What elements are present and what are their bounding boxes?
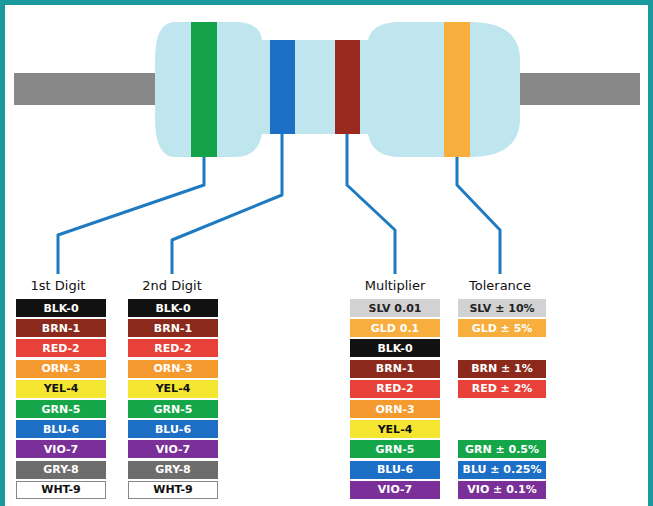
- chip-text: GLD ± 5%: [472, 323, 533, 334]
- color-chip: GLD 0.1: [350, 319, 440, 337]
- color-band: [191, 22, 217, 157]
- resistor-lead: [14, 73, 164, 105]
- color-chip: BRN-1: [16, 319, 106, 337]
- chip-text: YEL-4: [44, 383, 79, 394]
- color-chip: BRN-1: [350, 360, 440, 378]
- color-chip: GRN-5: [16, 400, 106, 418]
- color-chip: GRN-5: [128, 400, 218, 418]
- chip-text: SLV ± 10%: [469, 303, 534, 314]
- color-chip: BLU-6: [128, 420, 218, 438]
- color-chip: YEL-4: [350, 420, 440, 438]
- chip-text: ORN-3: [375, 404, 414, 415]
- chip-text: GRY-8: [43, 464, 78, 475]
- leader-line: [172, 134, 282, 274]
- chip-text: BRN-1: [376, 363, 414, 374]
- chip-text: GLD 0.1: [371, 323, 420, 334]
- chip-text: ORN-3: [41, 363, 80, 374]
- color-chip: RED ± 2%: [458, 380, 546, 398]
- color-chip: SLV 0.01: [350, 299, 440, 317]
- chip-text: BLK-0: [155, 303, 190, 314]
- column-heading: Tolerance: [469, 278, 531, 293]
- chip-text: GRN-5: [376, 444, 415, 455]
- color-chip: VIO-7: [16, 440, 106, 458]
- chip-text: BLK-0: [43, 303, 78, 314]
- color-chip: VIO ± 0.1%: [458, 481, 546, 499]
- chip-text: BRN-1: [42, 323, 80, 334]
- chip-text: VIO-7: [378, 484, 412, 495]
- color-band: [335, 40, 360, 134]
- color-chip: BRN ± 1%: [458, 360, 546, 378]
- chip-text: RED-2: [42, 343, 80, 354]
- leader-line: [347, 134, 395, 274]
- color-chip: BLK-0: [350, 339, 440, 357]
- chip-text: YEL-4: [378, 424, 413, 435]
- color-chip: GRY-8: [128, 461, 218, 479]
- chip-text: BRN ± 1%: [471, 363, 533, 374]
- color-chip: VIO-7: [128, 440, 218, 458]
- chip-text: BRN-1: [154, 323, 192, 334]
- chip-text: BLU-6: [43, 424, 79, 435]
- color-chip: YEL-4: [128, 380, 218, 398]
- chip-text: WHT-9: [153, 484, 192, 495]
- chip-text: BLU-6: [377, 464, 413, 475]
- chip-text: GRN-5: [42, 404, 81, 415]
- color-chip: WHT-9: [128, 481, 218, 499]
- color-chip: VIO-7: [350, 481, 440, 499]
- color-chip: BRN-1: [128, 319, 218, 337]
- leader-line: [58, 157, 204, 274]
- color-chip: GRN-5: [350, 440, 440, 458]
- chip-text: GRN-5: [154, 404, 193, 415]
- column-heading: Multiplier: [365, 278, 426, 293]
- color-chip: WHT-9: [16, 481, 106, 499]
- chip-text: ORN-3: [153, 363, 192, 374]
- color-chip: YEL-4: [16, 380, 106, 398]
- color-chip: BLK-0: [128, 299, 218, 317]
- color-chip: ORN-3: [16, 360, 106, 378]
- chip-text: BLU-6: [155, 424, 191, 435]
- chip-text: VIO-7: [44, 444, 78, 455]
- color-chip: SLV ± 10%: [458, 299, 546, 317]
- chip-text: YEL-4: [156, 383, 191, 394]
- color-chip: RED-2: [350, 380, 440, 398]
- color-chip: BLU-6: [16, 420, 106, 438]
- chip-text: GRN ± 0.5%: [465, 444, 539, 455]
- chip-text: WHT-9: [41, 484, 80, 495]
- column-heading: 2nd Digit: [142, 278, 201, 293]
- color-band: [444, 22, 470, 157]
- chip-text: BLU ± 0.25%: [463, 464, 542, 475]
- resistor-body: [155, 22, 520, 157]
- color-chip: BLK-0: [16, 299, 106, 317]
- color-chip: GRY-8: [16, 461, 106, 479]
- color-chip: GRN ± 0.5%: [458, 440, 546, 458]
- chip-text: SLV 0.01: [369, 303, 422, 314]
- color-chip: GLD ± 5%: [458, 319, 546, 337]
- column-heading: 1st Digit: [31, 278, 86, 293]
- color-chip: BLU ± 0.25%: [458, 461, 546, 479]
- color-chip: RED-2: [16, 339, 106, 357]
- color-chip: ORN-3: [128, 360, 218, 378]
- color-chip: BLU-6: [350, 461, 440, 479]
- chip-text: VIO ± 0.1%: [467, 484, 536, 495]
- chip-text: VIO-7: [156, 444, 190, 455]
- leader-line: [457, 157, 500, 274]
- chip-text: RED-2: [376, 383, 414, 394]
- chip-text: BLK-0: [377, 343, 412, 354]
- chip-text: RED ± 2%: [472, 383, 533, 394]
- chip-text: GRY-8: [155, 464, 190, 475]
- color-chip: RED-2: [128, 339, 218, 357]
- chip-text: RED-2: [154, 343, 192, 354]
- resistor-lead: [512, 73, 640, 105]
- color-band: [270, 40, 295, 134]
- color-chip: ORN-3: [350, 400, 440, 418]
